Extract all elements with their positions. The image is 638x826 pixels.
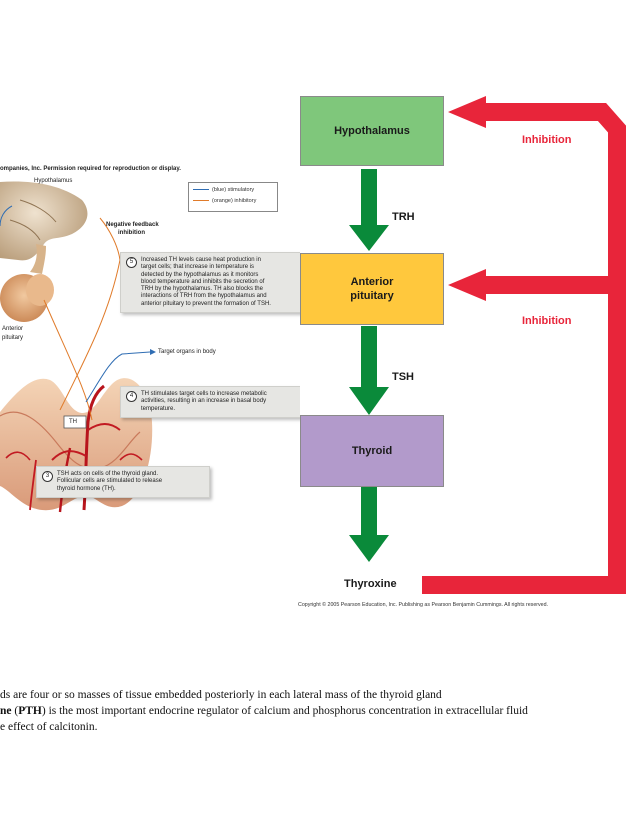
flowchart-arrows	[349, 96, 626, 594]
trh-label: TRH	[392, 211, 415, 223]
arrow-hypothalamus-to-pituitary	[349, 169, 389, 251]
inhibition-label-1: Inhibition	[522, 134, 572, 146]
negative-feedback-label-1: Negative feedback	[106, 222, 159, 228]
inhibition-loop-outer	[422, 103, 626, 594]
thyroid-regulation-figure: ompanies, Inc. Permission required for r…	[0, 160, 300, 520]
step-number: 5	[126, 257, 137, 268]
arrow-thyroid-to-thyroxine	[349, 486, 389, 562]
body-text-line-3: e effect of calcitonin.	[0, 721, 98, 733]
note-step-4: 4 TH stimulates target cells to increase…	[120, 386, 300, 418]
figure-copyright: ompanies, Inc. Permission required for r…	[0, 166, 181, 172]
negative-feedback-label-2: inhibition	[118, 230, 145, 236]
note-step-5: 5 Increased TH levels cause heat product…	[120, 252, 300, 314]
orange-line-icon	[193, 200, 209, 202]
note-step-3: 3 TSH acts on cells of the thyroid gland…	[36, 466, 210, 498]
flowchart-copyright: Copyright © 2005 Pearson Education, Inc.…	[298, 602, 549, 608]
inhibition-arrowhead-2	[448, 269, 486, 301]
blue-line-icon	[193, 189, 209, 191]
th-tag-label: TH	[69, 419, 77, 425]
hypothalamus-box: Hypothalamus	[300, 96, 444, 166]
step-number: 4	[126, 391, 137, 402]
anterior-pituitary-label-2: pituitary	[2, 335, 24, 341]
anterior-pituitary-box: Anterior pituitary	[300, 253, 444, 325]
thyroid-box: Thyroid	[300, 415, 444, 487]
hypothalamus-tissue	[0, 181, 88, 261]
body-text-line-2: ne (PTH) is the most important endocrine…	[0, 705, 528, 717]
anterior-pituitary-label-1: Anterior	[2, 326, 24, 332]
target-organs-label: Target organs in body	[158, 349, 216, 355]
legend-inhibitory: (orange) inhibitory	[193, 198, 256, 204]
arrow-pituitary-to-thyroid	[349, 326, 389, 415]
hypothalamus-label: Hypothalamus	[34, 178, 73, 184]
figure-legend: (blue) stimulatory (orange) inhibitory	[188, 182, 278, 212]
step-number: 3	[42, 471, 53, 482]
inhibition-arrowhead-1	[448, 96, 486, 128]
tsh-label: TSH	[392, 371, 414, 383]
body-text-line-1: ds are four or so masses of tissue embed…	[0, 689, 442, 701]
thyroxine-label: Thyroxine	[344, 578, 397, 590]
inhibition-label-2: Inhibition	[522, 315, 572, 327]
legend-stimulatory: (blue) stimulatory	[193, 187, 254, 193]
